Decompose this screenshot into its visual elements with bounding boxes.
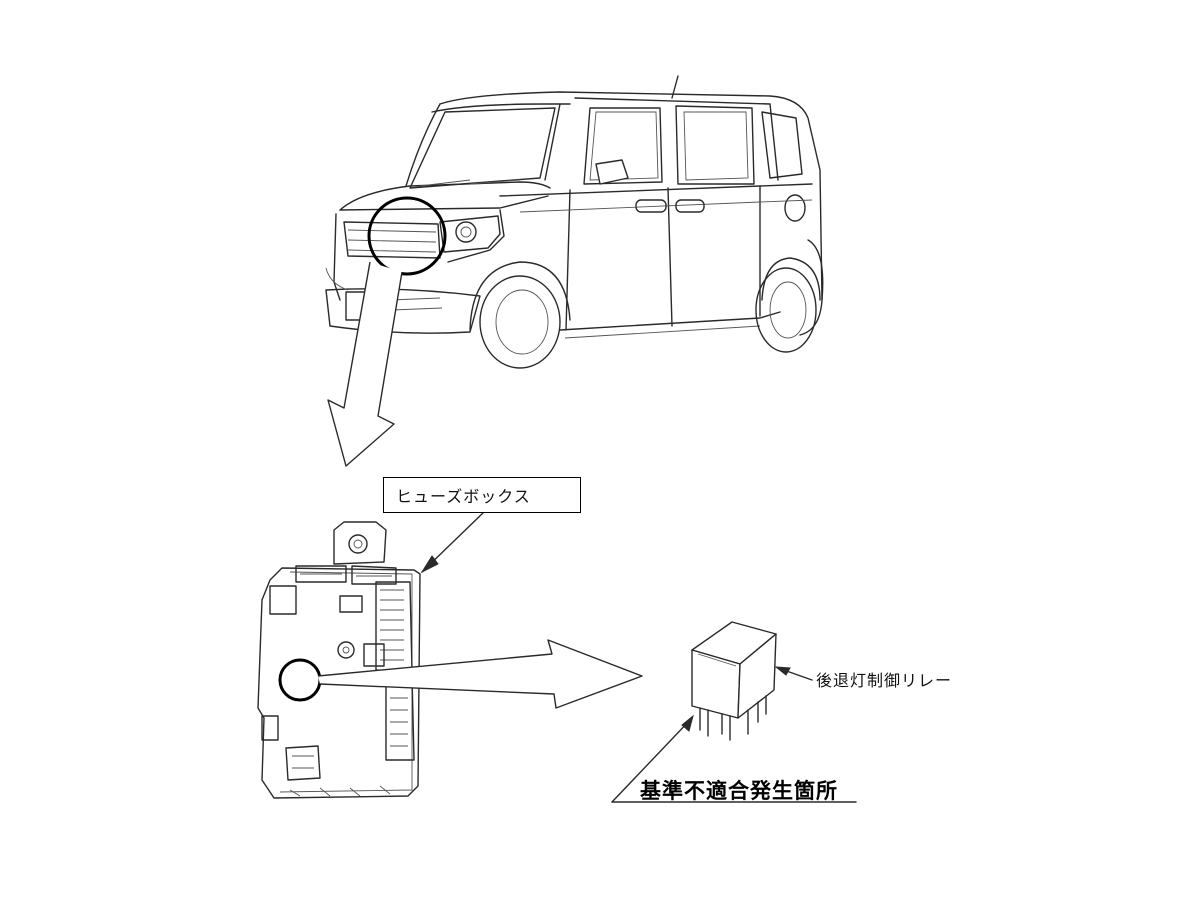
fuse-box-label: ヒューズボックス	[383, 477, 581, 513]
fuse-box-illustration	[257, 521, 421, 799]
car-illustration	[325, 75, 824, 369]
pointer-arrow-down	[327, 261, 403, 467]
pointer-arrow-right	[317, 639, 643, 709]
defect-location-label: 基準不適合発生箇所	[640, 778, 838, 803]
defect-leader	[611, 717, 693, 803]
relay-label: 後退灯制御リレー	[816, 671, 953, 690]
front-location-circle	[367, 196, 447, 276]
relay-illustration	[691, 621, 777, 741]
relay-location-circle	[278, 658, 322, 702]
